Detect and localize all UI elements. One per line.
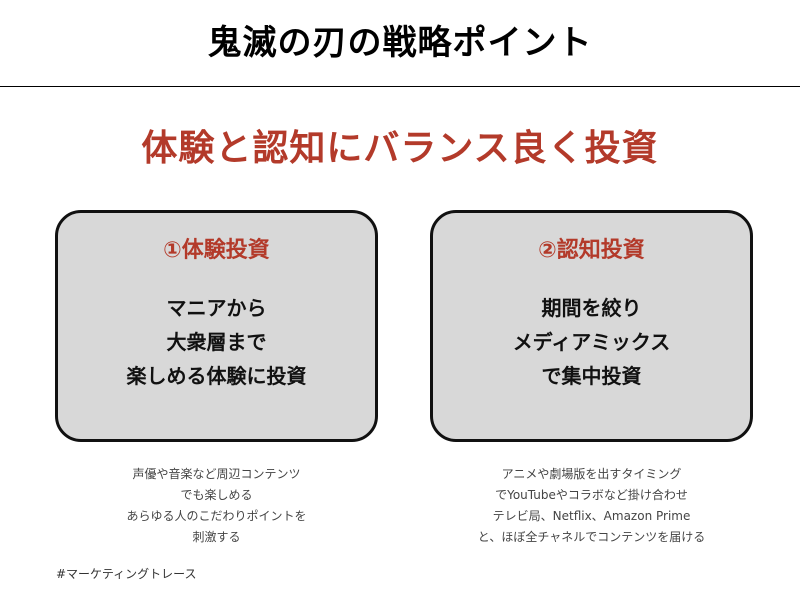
awareness-investment-card: ②認知投資 期間を絞り メディアミックス で集中投資 bbox=[430, 210, 753, 442]
card-line: メディアミックス bbox=[512, 330, 671, 354]
card-line: 期間を絞り bbox=[541, 296, 642, 320]
experience-note: 声優や音楽など周辺コンテンツ でも楽しめる あらゆる人のこだわりポイントを 刺激… bbox=[55, 464, 378, 548]
card-title: ①体験投資 bbox=[163, 238, 270, 263]
card-line: マニアから bbox=[166, 296, 267, 320]
note-line: でも楽しめる bbox=[180, 488, 253, 502]
experience-investment-card: ①体験投資 マニアから 大衆層まで 楽しめる体験に投資 bbox=[55, 210, 378, 442]
note-line: でYouTubeやコラボなど掛け合わせ bbox=[495, 488, 688, 502]
note-line: あらゆる人のこだわりポイントを bbox=[126, 509, 307, 523]
note-line: アニメや劇場版を出すタイミング bbox=[501, 467, 682, 481]
note-line: テレビ局、Netflix、Amazon Prime bbox=[492, 509, 691, 523]
title-divider bbox=[0, 86, 800, 87]
card-title: ②認知投資 bbox=[538, 238, 645, 263]
hashtag-label: #マーケティングトレース bbox=[56, 567, 197, 581]
awareness-note: アニメや劇場版を出すタイミング でYouTubeやコラボなど掛け合わせ テレビ局… bbox=[430, 464, 753, 548]
card-line: で集中投資 bbox=[541, 364, 642, 388]
note-line: 声優や音楽など周辺コンテンツ bbox=[132, 467, 301, 481]
headline: 体験と認知にバランス良く投資 bbox=[141, 128, 659, 169]
page-title: 鬼滅の刃の戦略ポイント bbox=[207, 23, 593, 63]
note-line: と、ほぼ全チャネルでコンテンツを届ける bbox=[477, 530, 706, 544]
card-body: マニアから 大衆層まで 楽しめる体験に投資 bbox=[58, 291, 375, 393]
card-line: 楽しめる体験に投資 bbox=[126, 364, 307, 388]
card-body: 期間を絞り メディアミックス で集中投資 bbox=[433, 291, 750, 393]
card-line: 大衆層まで bbox=[166, 330, 267, 354]
note-line: 刺激する bbox=[192, 530, 241, 544]
